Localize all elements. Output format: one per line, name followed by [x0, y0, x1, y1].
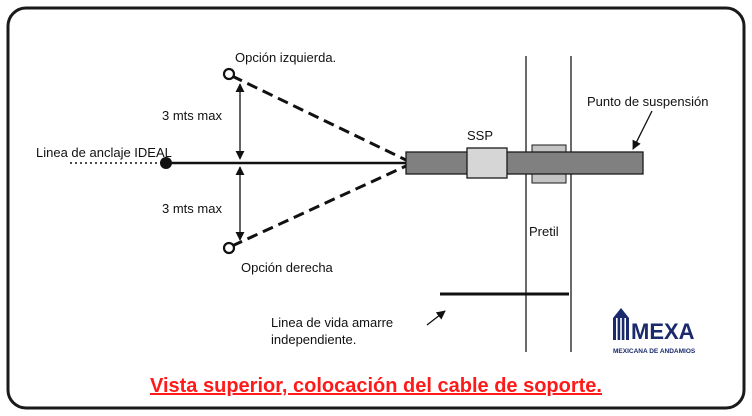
parapet-label: Pretil — [529, 224, 559, 239]
outrigger-beam — [405, 151, 644, 175]
lifeline-label-line1: Linea de vida amarre — [271, 315, 393, 330]
right-option-anchor — [222, 241, 236, 255]
diagram-caption: Vista superior, colocación del cable de … — [150, 375, 602, 397]
lifeline-label-line2: independiente. — [271, 332, 356, 347]
anchor-line-label: Linea de anclaje IDEAL — [36, 145, 172, 160]
suspension-point-label: Punto de suspensión — [587, 94, 708, 109]
dimension-label-top: 3 mts max — [162, 108, 222, 123]
diagram-frame — [6, 6, 746, 410]
suspension-arrow — [632, 110, 653, 150]
dimension-label-bottom: 3 mts max — [162, 201, 222, 216]
mexa-logo-tagline: MEXICANA DE ANDAMIOS — [613, 348, 696, 355]
mexa-logo-name: MEXA — [631, 319, 695, 344]
ssp-block — [466, 147, 508, 179]
lifeline-arrow — [426, 310, 446, 326]
right-option-line — [231, 164, 407, 248]
left-option-anchor — [222, 67, 236, 81]
ssp-label: SSP — [467, 128, 493, 143]
mexa-logo: MEXA MEXICANA DE ANDAMIOS — [613, 308, 696, 355]
right-option-label: Opción derecha — [241, 260, 334, 275]
left-option-line — [231, 74, 407, 162]
left-option-label: Opción izquierda. — [235, 50, 336, 65]
ideal-anchor-point — [160, 157, 172, 169]
mexa-logo-icon — [613, 308, 629, 340]
